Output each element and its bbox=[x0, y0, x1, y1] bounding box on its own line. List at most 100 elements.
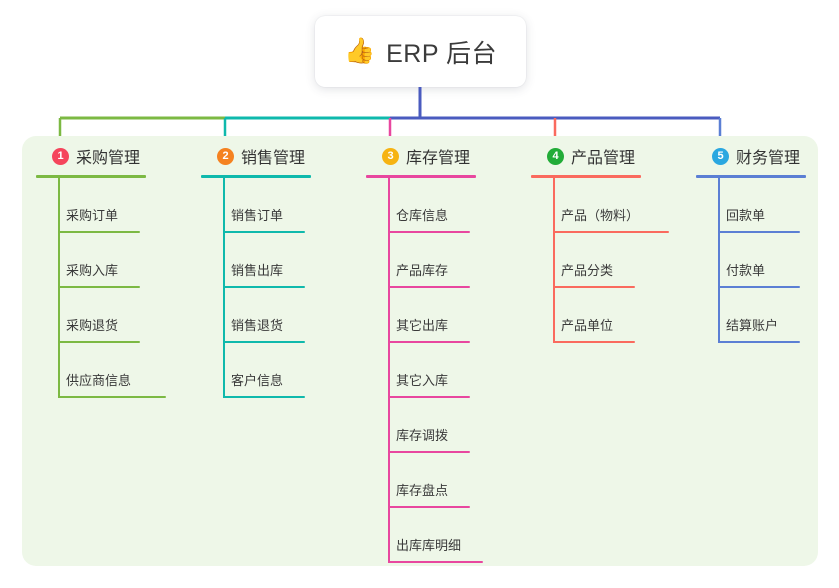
leaf-node[interactable]: 其它入库 bbox=[366, 343, 476, 398]
leaf-node[interactable]: 出库库明细 bbox=[366, 508, 483, 563]
leaf-spine-3 bbox=[388, 178, 390, 563]
leaf-label: 客户信息 bbox=[231, 373, 284, 388]
leaf-spine-5 bbox=[718, 178, 720, 343]
leaf-label: 采购退货 bbox=[66, 318, 119, 333]
leaf-rule bbox=[58, 231, 140, 233]
leaf-rule bbox=[388, 231, 470, 233]
leaf-rule bbox=[223, 231, 305, 233]
root-title: ERP 后台 bbox=[386, 39, 498, 68]
leaf-label: 库存调拨 bbox=[396, 428, 449, 443]
leaf-label: 出库库明细 bbox=[396, 538, 462, 553]
leaf-node[interactable]: 付款单 bbox=[696, 233, 806, 288]
leaf-rule bbox=[223, 396, 305, 398]
leaf-node[interactable]: 库存盘点 bbox=[366, 453, 476, 508]
leaf-list-5: 回款单付款单结算账户 bbox=[696, 178, 806, 343]
column-header-5[interactable]: 5 财务管理 bbox=[696, 144, 806, 168]
leaf-label: 其它入库 bbox=[396, 373, 449, 388]
leaf-label: 付款单 bbox=[726, 263, 766, 278]
leaf-node[interactable]: 仓库信息 bbox=[366, 178, 476, 233]
column-badge-2: 2 bbox=[217, 147, 234, 165]
leaf-spine-4 bbox=[553, 178, 555, 343]
leaf-rule bbox=[58, 341, 140, 343]
column-rule-2 bbox=[201, 175, 311, 178]
leaf-list-3: 仓库信息产品库存其它出库其它入库库存调拨库存盘点出库库明细 bbox=[366, 178, 483, 563]
leaf-node[interactable]: 销售退货 bbox=[201, 288, 311, 343]
leaf-node[interactable]: 采购订单 bbox=[36, 178, 146, 233]
column-rule-3 bbox=[366, 175, 476, 178]
leaf-rule bbox=[718, 231, 800, 233]
leaf-node[interactable]: 库存调拨 bbox=[366, 398, 476, 453]
leaf-rule bbox=[388, 396, 470, 398]
content-panel bbox=[22, 136, 818, 566]
leaf-label: 产品分类 bbox=[561, 263, 614, 278]
leaf-node[interactable]: 产品分类 bbox=[531, 233, 641, 288]
leaf-node[interactable]: 其它出库 bbox=[366, 288, 476, 343]
leaf-label: 销售出库 bbox=[231, 263, 284, 278]
leaf-node[interactable]: 产品单位 bbox=[531, 288, 641, 343]
leaf-node[interactable]: 回款单 bbox=[696, 178, 806, 233]
leaf-label: 产品库存 bbox=[396, 263, 449, 278]
column-title-5: 财务管理 bbox=[736, 150, 801, 167]
leaf-rule bbox=[58, 286, 140, 288]
column-badge-1: 1 bbox=[52, 147, 69, 165]
column-badge-3: 3 bbox=[382, 147, 399, 165]
leaf-spine-2 bbox=[223, 178, 225, 398]
leaf-label: 仓库信息 bbox=[396, 208, 449, 223]
column-3: 3 库存管理仓库信息产品库存其它出库其它入库库存调拨库存盘点出库库明细 bbox=[366, 144, 483, 563]
leaf-node[interactable]: 产品库存 bbox=[366, 233, 476, 288]
leaf-rule bbox=[388, 506, 470, 508]
leaf-label: 回款单 bbox=[726, 208, 766, 223]
leaf-node[interactable]: 供应商信息 bbox=[36, 343, 166, 398]
root-node[interactable]: 👍 ERP 后台 bbox=[315, 16, 526, 87]
leaf-list-4: 产品（物料） 产品分类产品单位 bbox=[531, 178, 669, 343]
leaf-label: 产品（物料） bbox=[561, 208, 640, 223]
leaf-node[interactable]: 采购退货 bbox=[36, 288, 146, 343]
leaf-rule bbox=[388, 451, 470, 453]
leaf-label: 产品单位 bbox=[561, 318, 614, 333]
leaf-label: 销售订单 bbox=[231, 208, 284, 223]
leaf-spine-1 bbox=[58, 178, 60, 398]
column-badge-5: 5 bbox=[712, 147, 729, 165]
leaf-node[interactable]: 销售订单 bbox=[201, 178, 311, 233]
leaf-node[interactable]: 结算账户 bbox=[696, 288, 806, 343]
leaf-label: 采购订单 bbox=[66, 208, 119, 223]
thumbs-up-icon: 👍 bbox=[343, 37, 376, 65]
leaf-label: 采购入库 bbox=[66, 263, 119, 278]
leaf-label: 库存盘点 bbox=[396, 483, 449, 498]
leaf-rule bbox=[388, 561, 483, 563]
column-badge-4: 4 bbox=[547, 147, 564, 165]
leaf-rule bbox=[553, 231, 669, 233]
column-title-4: 产品管理 bbox=[571, 150, 636, 167]
leaf-node[interactable]: 销售出库 bbox=[201, 233, 311, 288]
column-rule-1 bbox=[36, 175, 146, 178]
column-header-4[interactable]: 4 产品管理 bbox=[531, 144, 641, 168]
column-header-3[interactable]: 3 库存管理 bbox=[366, 144, 476, 168]
leaf-rule bbox=[58, 396, 166, 398]
column-header-2[interactable]: 2 销售管理 bbox=[201, 144, 311, 168]
leaf-rule bbox=[553, 286, 635, 288]
column-4: 4 产品管理产品（物料） 产品分类产品单位 bbox=[531, 144, 669, 343]
leaf-list-2: 销售订单销售出库销售退货客户信息 bbox=[201, 178, 311, 398]
leaf-label: 销售退货 bbox=[231, 318, 284, 333]
leaf-rule bbox=[223, 286, 305, 288]
column-title-3: 库存管理 bbox=[406, 150, 471, 167]
leaf-rule bbox=[388, 286, 470, 288]
leaf-rule bbox=[718, 341, 800, 343]
leaf-rule bbox=[718, 286, 800, 288]
column-title-1: 采购管理 bbox=[76, 150, 141, 167]
column-title-2: 销售管理 bbox=[241, 150, 306, 167]
root-node-content: 👍 ERP 后台 bbox=[344, 34, 497, 70]
leaf-node[interactable]: 客户信息 bbox=[201, 343, 311, 398]
leaf-label: 结算账户 bbox=[726, 318, 779, 333]
leaf-node[interactable]: 产品（物料） bbox=[531, 178, 669, 233]
column-rule-5 bbox=[696, 175, 806, 178]
leaf-node[interactable]: 采购入库 bbox=[36, 233, 146, 288]
column-5: 5 财务管理回款单付款单结算账户 bbox=[696, 144, 806, 343]
leaf-label: 供应商信息 bbox=[66, 373, 132, 388]
column-header-1[interactable]: 1 采购管理 bbox=[36, 144, 146, 168]
leaf-label: 其它出库 bbox=[396, 318, 449, 333]
column-2: 2 销售管理销售订单销售出库销售退货客户信息 bbox=[201, 144, 311, 398]
leaf-list-1: 采购订单采购入库采购退货供应商信息 bbox=[36, 178, 166, 398]
leaf-rule bbox=[388, 341, 470, 343]
